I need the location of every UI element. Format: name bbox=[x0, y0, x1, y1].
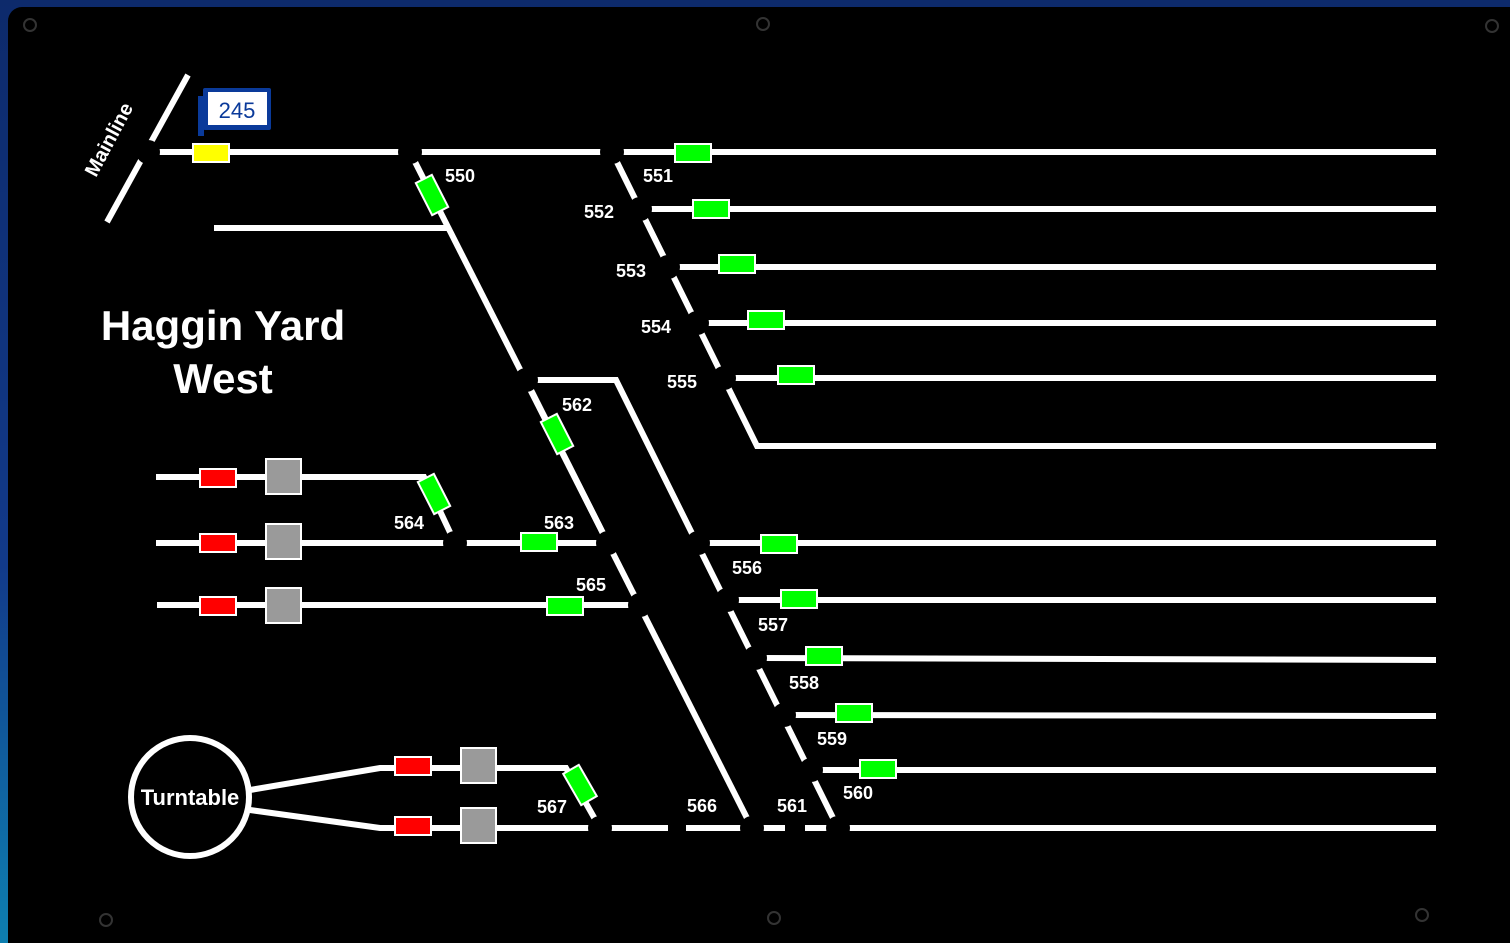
switch-562-label: 562 bbox=[562, 395, 592, 415]
switch-563-label: 563 bbox=[544, 513, 574, 533]
switch-561-label: 561 bbox=[777, 796, 807, 816]
node-mainline[interactable] bbox=[136, 140, 160, 164]
signal-553-clear[interactable] bbox=[718, 254, 756, 274]
train-tag-number: 245 bbox=[219, 98, 256, 123]
signal-551-clear[interactable] bbox=[674, 143, 712, 163]
signal-559-clear[interactable] bbox=[835, 703, 873, 723]
switch-552-label: 552 bbox=[584, 202, 614, 222]
signal-mainline-caution[interactable] bbox=[192, 143, 230, 163]
switch-560-label: 560 bbox=[843, 783, 873, 803]
signal-567-clear[interactable] bbox=[561, 763, 599, 807]
track-diagram: Turntable Haggin Yard West Mainline 245 … bbox=[23, 17, 1499, 927]
switch-567-label: 567 bbox=[537, 797, 567, 817]
switch-557-label: 557 bbox=[758, 615, 788, 635]
turntable[interactable] bbox=[128, 735, 252, 859]
switch-559-node[interactable] bbox=[772, 703, 796, 727]
bumper-spur3 bbox=[265, 587, 302, 624]
switch-562-node[interactable] bbox=[514, 368, 538, 392]
panel-screws bbox=[23, 17, 1499, 927]
switch-558-label: 558 bbox=[789, 673, 819, 693]
signal-560-clear[interactable] bbox=[859, 759, 897, 779]
signal-562-clear[interactable] bbox=[539, 412, 575, 456]
signal-564-clear[interactable] bbox=[416, 472, 452, 516]
tracks bbox=[104, 73, 1437, 831]
switch-566-node[interactable] bbox=[740, 816, 764, 840]
switch-nodes[interactable] bbox=[136, 140, 850, 840]
switch-554-label: 554 bbox=[641, 317, 671, 337]
train-tag[interactable]: 245 bbox=[198, 88, 271, 136]
signal-558-clear[interactable] bbox=[805, 646, 843, 666]
switch-554-node[interactable] bbox=[685, 311, 709, 335]
switch-564-node[interactable] bbox=[443, 531, 467, 555]
switch-553-label: 553 bbox=[616, 261, 646, 281]
switch-559-label: 559 bbox=[817, 729, 847, 749]
switch-566-label: 566 bbox=[687, 796, 717, 816]
switch-560-node[interactable] bbox=[799, 758, 823, 782]
signal-556-clear[interactable] bbox=[760, 534, 798, 554]
switch-557-node[interactable] bbox=[715, 588, 739, 612]
signal-spur3-stop[interactable] bbox=[199, 596, 237, 616]
bumper-turntable1 bbox=[460, 747, 497, 784]
switch-551-node[interactable] bbox=[600, 140, 624, 164]
bumper-spur2 bbox=[265, 523, 302, 560]
switch-550-label: 550 bbox=[445, 166, 475, 186]
signal-turntable1-stop[interactable] bbox=[394, 756, 432, 776]
switch-567-node[interactable] bbox=[588, 816, 612, 840]
switch-553-node[interactable] bbox=[656, 255, 680, 279]
switch-550-node[interactable] bbox=[398, 140, 422, 164]
switch-556-node[interactable] bbox=[686, 531, 710, 555]
yard-title-line2: West bbox=[173, 355, 273, 402]
switch-552-node[interactable] bbox=[628, 197, 652, 221]
yard-title-line1: Haggin Yard bbox=[101, 302, 345, 349]
mainline-label: Mainline bbox=[81, 99, 138, 180]
signal-554-clear[interactable] bbox=[747, 310, 785, 330]
signal-565-clear[interactable] bbox=[546, 596, 584, 616]
switch-555-label: 555 bbox=[667, 372, 697, 392]
signal-563-clear[interactable] bbox=[520, 532, 558, 552]
track-gaps bbox=[668, 824, 805, 832]
bumper-turntable2 bbox=[460, 807, 497, 844]
signal-spur2-stop[interactable] bbox=[199, 533, 237, 553]
signal-552-clear[interactable] bbox=[692, 199, 730, 219]
switch-551-label: 551 bbox=[643, 166, 673, 186]
switch-563-node[interactable] bbox=[596, 531, 620, 555]
switch-558-node[interactable] bbox=[743, 646, 767, 670]
switch-564-label: 564 bbox=[394, 513, 424, 533]
switch-561-node[interactable] bbox=[826, 816, 850, 840]
signal-turntable2-stop[interactable] bbox=[394, 816, 432, 836]
signal-557-clear[interactable] bbox=[780, 589, 818, 609]
switch-556-label: 556 bbox=[732, 558, 762, 578]
switch-565-node[interactable] bbox=[628, 593, 652, 617]
bumper-spur1 bbox=[265, 458, 302, 495]
turntable-label: Turntable bbox=[141, 785, 240, 810]
signal-spur1-stop[interactable] bbox=[199, 468, 237, 488]
yard-panel: Turntable Haggin Yard West Mainline 245 … bbox=[8, 7, 1510, 943]
signal-555-clear[interactable] bbox=[777, 365, 815, 385]
switch-565-label: 565 bbox=[576, 575, 606, 595]
signal-550-clear[interactable] bbox=[414, 173, 450, 217]
switch-555-node[interactable] bbox=[712, 366, 736, 390]
